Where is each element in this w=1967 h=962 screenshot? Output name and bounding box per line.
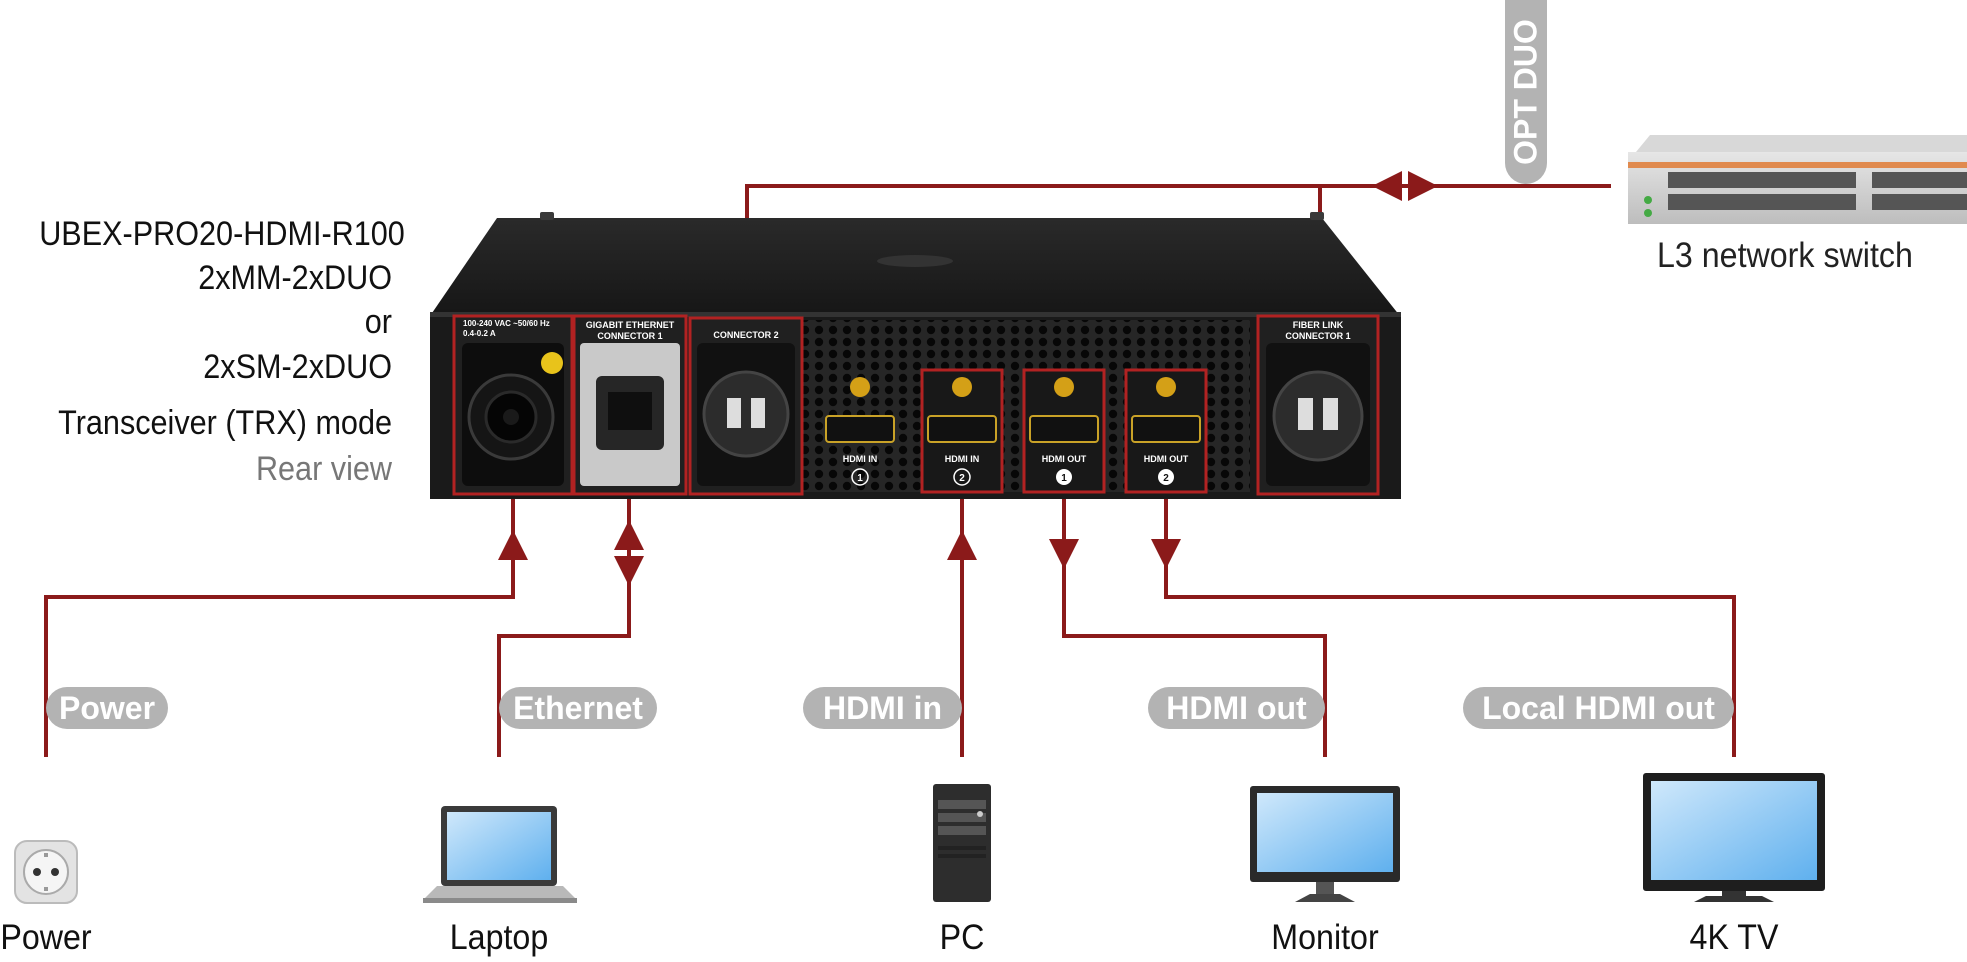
fiber-port: FIBER LINK CONNECTOR 1 [1256,314,1380,496]
device-model-line-1: UBEX-PRO20-HDMI-R100 [39,215,405,253]
svg-text:HDMI IN: HDMI IN [843,454,878,464]
power-arrow-up [498,530,528,560]
opt-duo-pill: OPT DUO [1505,0,1547,184]
direction-arrows [498,171,1438,586]
switch-label: L3 network switch [1657,236,1913,275]
fiber-arrow-left [1372,171,1402,201]
power-port: 100-240 VAC ~50/60 Hz 0.4-0.2 A [452,314,574,496]
svg-text:HDMI OUT: HDMI OUT [1042,454,1087,464]
tv-icon [1643,773,1825,902]
ethernet-arrow-up [614,520,644,550]
power-socket-icon [14,840,78,904]
svg-text:2: 2 [959,473,965,484]
local-hdmi-out-arrow-down [1151,539,1181,569]
label-laptop: Laptop [449,918,549,957]
hdmi-in-2-port: HDMI IN 2 [920,368,1004,494]
device-model-line-2: 2xMM-2xDUO [198,259,392,297]
monitor-icon [1250,786,1400,902]
label-monitor: Monitor [1271,918,1379,957]
pill-hdmi-in: HDMI in [803,687,962,729]
svg-text:HDMI IN: HDMI IN [945,454,980,464]
pill-hdmi-out: HDMI out [1148,687,1325,729]
label-power: Power [0,918,92,957]
label-pc: PC [939,918,985,957]
ethernet-port-label-2: CONNECTOR 1 [597,331,662,341]
pc-icon [933,784,991,902]
ethernet-arrow-down [614,556,644,586]
fiber-arrow-right [1408,171,1438,201]
ethernet-port: GIGABIT ETHERNET CONNECTOR 1 [572,314,688,496]
pill-power: Power [46,687,168,729]
laptop-icon [423,806,577,903]
svg-text:2: 2 [1163,473,1169,484]
hdmi-in-arrow-up [947,530,977,560]
device-model-line-4: 2xSM-2xDUO [203,348,392,386]
pill-local-hdmi-out: Local HDMI out [1463,687,1734,729]
pill-ethernet: Ethernet [499,687,657,729]
connector2-label: CONNECTOR 2 [713,330,778,340]
svg-text:CONNECTOR 1: CONNECTOR 1 [1285,331,1350,341]
ethernet-port-label-1: GIGABIT ETHERNET [586,320,675,330]
device-view: Rear view [255,450,392,488]
label-4k-tv: 4K TV [1689,918,1779,957]
device-mode: Transceiver (TRX) mode [58,404,393,442]
svg-text:HDMI OUT: HDMI OUT [1144,454,1189,464]
hdmi-in-1-port: HDMI IN 1 [825,377,895,486]
svg-text:FIBER LINK: FIBER LINK [1293,320,1344,330]
opt-duo-label: OPT DUO [1507,19,1544,165]
connector2-port: CONNECTOR 2 [688,316,804,496]
network-switch [1628,135,1967,224]
hdmi-out-2-port: HDMI OUT 2 [1124,368,1208,494]
svg-text:1: 1 [857,473,863,484]
svg-text:0.4-0.2 A: 0.4-0.2 A [463,329,496,338]
hdmi-out-1-port: HDMI OUT 1 [1022,368,1106,494]
hdmi-out-arrow-down [1049,539,1079,569]
svg-text:1: 1 [1061,473,1067,484]
power-port-label: 100-240 VAC ~50/60 Hz [463,319,550,328]
device-model-line-3: or [364,303,392,341]
